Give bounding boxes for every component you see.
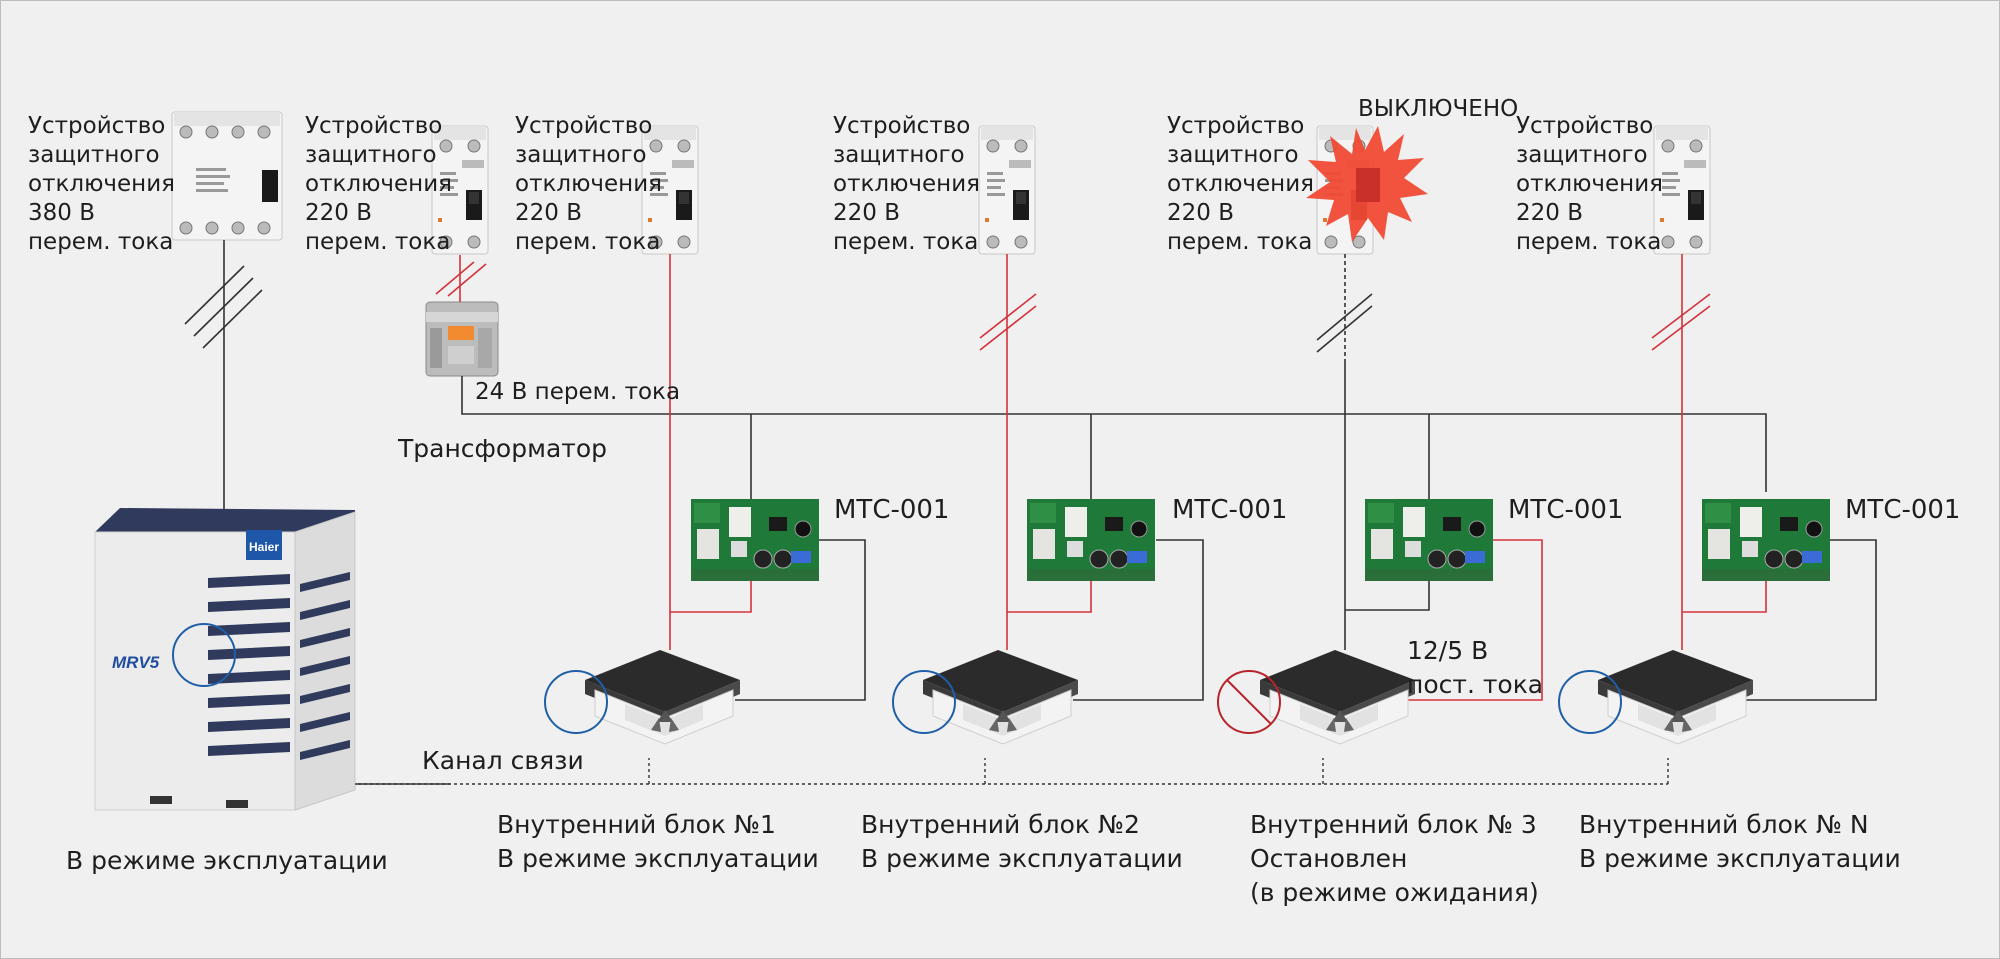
controller-label-1: МТС-001 (834, 495, 950, 525)
off-label: ВЫКЛЮЧЕНО (1358, 96, 1519, 122)
comm-channel-label: Канал связи (422, 746, 584, 775)
indoor-unit-3-stop-icon (1217, 670, 1281, 734)
transformer-device (425, 301, 499, 377)
rcd-380-device (171, 111, 283, 241)
controller-board-1 (690, 498, 820, 582)
rcd-220-unit2-device (978, 125, 1036, 255)
controller-board-N (1701, 498, 1831, 582)
indoor-unit-2-ok-ring (892, 670, 956, 734)
outdoor-logo: Haier (249, 540, 279, 554)
controller-board-2 (1026, 498, 1156, 582)
controller-label-N: МТС-001 (1845, 495, 1961, 525)
indoor-unit-3-cassette (1259, 649, 1416, 745)
outdoor-status: В режиме эксплуатации (66, 846, 388, 875)
outdoor-unit (94, 508, 356, 811)
controller-board-3 (1364, 498, 1494, 582)
outdoor-unit-ok-ring (172, 623, 236, 687)
outdoor-model: MRV5 (112, 653, 160, 672)
indoor-unit-2-cassette (922, 649, 1079, 745)
transformer-voltage-label: 24 В перем. тока (475, 379, 681, 405)
transformer-label: Трансформатор (398, 434, 607, 463)
controller-label-2: МТС-001 (1172, 495, 1288, 525)
controller-label-3: МТС-001 (1508, 495, 1624, 525)
indoor-unit-1-cassette (584, 649, 741, 745)
indoor-unit-N-ok-ring (1558, 670, 1622, 734)
indoor-unit-1-ok-ring (544, 670, 608, 734)
